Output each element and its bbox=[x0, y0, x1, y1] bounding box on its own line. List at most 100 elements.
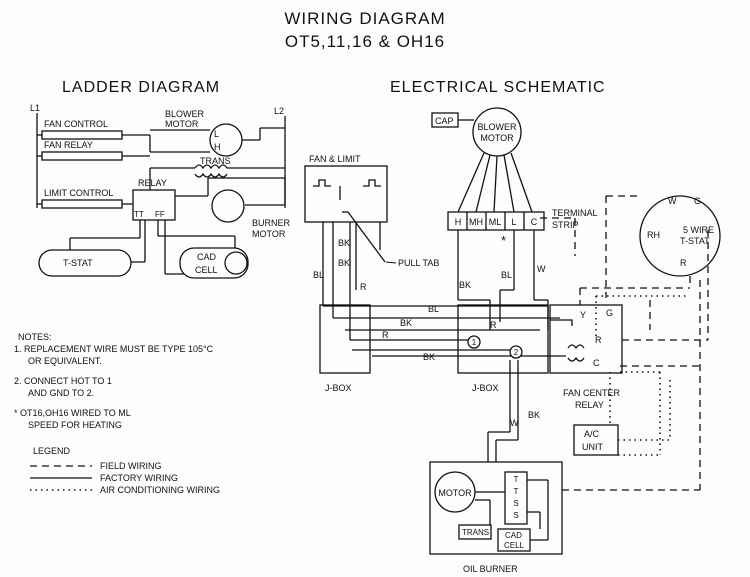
wire-label-bk-5: BK bbox=[459, 280, 471, 290]
j-box-middle-label: J-BOX bbox=[472, 383, 499, 393]
wire-label-bl-3: BL bbox=[501, 270, 512, 280]
terminal-c: C bbox=[531, 217, 538, 227]
ac-unit-label-2: UNIT bbox=[582, 442, 603, 452]
blower-leads bbox=[457, 152, 533, 213]
ladder-relay-label: RELAY bbox=[138, 178, 167, 188]
wire-label-r-2: R bbox=[382, 330, 389, 340]
pull-tab-label: PULL TAB bbox=[398, 258, 439, 268]
burner-internal-wiring bbox=[475, 479, 549, 541]
wire-label-bk-1: BK bbox=[338, 238, 350, 248]
ladder-burner-motor-icon bbox=[211, 189, 245, 223]
burner-relay-t2: T bbox=[514, 487, 519, 496]
terminal-strip: H MH ML L C bbox=[447, 211, 545, 231]
ladder-relay-tt: TT bbox=[134, 210, 144, 219]
title-line-2: OT5,11,16 & OH16 bbox=[285, 32, 445, 51]
wire-label-r-3: R bbox=[490, 320, 497, 330]
ladder-trans-label: TRANS bbox=[200, 156, 231, 166]
burner-relay-s1: S bbox=[513, 499, 518, 508]
ladder-limit-control-label: LIMIT CONTROL bbox=[44, 188, 113, 198]
ladder-blower-motor-icon bbox=[209, 123, 243, 157]
terminal-asterisk: * bbox=[501, 233, 506, 248]
burner-trans-label: TRANS bbox=[462, 528, 489, 537]
relay-g: G bbox=[606, 308, 613, 318]
fan-limit-switch-left bbox=[313, 179, 331, 187]
notes-heading: NOTES: bbox=[18, 332, 52, 342]
wire-label-bl-1: BL bbox=[313, 270, 324, 280]
ladder-motor-h: H bbox=[214, 142, 221, 152]
j-box-left bbox=[319, 304, 371, 374]
wire-label-w-1: W bbox=[537, 264, 546, 274]
node-1 bbox=[467, 335, 481, 349]
ladder-burner-label-2: MOTOR bbox=[252, 229, 286, 239]
schematic-factory-wiring bbox=[322, 211, 566, 478]
ac-unit-label-1: A/C bbox=[584, 429, 600, 439]
legend-heading: LEGEND bbox=[33, 446, 71, 456]
wire-label-bk-4: BK bbox=[423, 352, 435, 362]
ladder-blower-label-2: MOTOR bbox=[165, 119, 199, 129]
tstat-w: W bbox=[668, 196, 677, 206]
note-1-line-1: 1. REPLACEMENT WIRE MUST BE TYPE 105°C bbox=[14, 344, 214, 354]
field-wiring bbox=[540, 195, 709, 491]
schematic-heading: ELECTRICAL SCHEMATIC bbox=[390, 79, 606, 96]
relay-coil-lower bbox=[567, 356, 585, 362]
node-1-label: 1 bbox=[472, 338, 477, 347]
burner-relay-t1: T bbox=[514, 475, 519, 484]
title-line-1: WIRING DIAGRAM bbox=[284, 9, 445, 28]
fan-center-label-2: RELAY bbox=[575, 400, 604, 410]
ac-wiring bbox=[595, 295, 686, 456]
legend-field-label: FIELD WIRING bbox=[100, 461, 162, 471]
relay-contact bbox=[550, 319, 573, 326]
j-box-left-label: J-BOX bbox=[325, 383, 352, 393]
ladder-fan-relay-label: FAN RELAY bbox=[44, 140, 93, 150]
burner-trans-box bbox=[458, 524, 492, 540]
fan-limit-switch-right bbox=[363, 179, 381, 187]
terminal-mh: MH bbox=[469, 217, 483, 227]
oil-burner-label: OIL BURNER bbox=[463, 564, 518, 574]
relay-c: C bbox=[593, 358, 600, 368]
burner-cad-label-1: CAD bbox=[505, 531, 522, 540]
tstat-label-2: T-STAT bbox=[680, 236, 710, 246]
terminal-strip-label-2: STRIP bbox=[552, 220, 579, 230]
ladder-burner-label-1: BURNER bbox=[252, 218, 291, 228]
wire-label-bk-3: BK bbox=[400, 318, 412, 328]
node-2 bbox=[509, 345, 523, 359]
fan-center-label-1: FAN CENTER bbox=[563, 388, 621, 398]
note-3-line-1: * OT16,OH16 WIRED TO ML bbox=[14, 408, 131, 418]
note-2-line-2: AND GND TO 2. bbox=[28, 388, 94, 398]
wire-label-bl-2: BL bbox=[428, 304, 439, 314]
fan-center-relay-box bbox=[549, 304, 623, 374]
fan-limit-box bbox=[304, 165, 388, 223]
burner-relay-box bbox=[504, 471, 528, 525]
ladder-motor-l: L bbox=[214, 129, 219, 139]
relay-coil-upper bbox=[567, 344, 585, 350]
tstat-g: G bbox=[694, 196, 701, 206]
wire-label-w-2: W bbox=[510, 418, 519, 428]
wire-label-bk-2: BK bbox=[338, 258, 350, 268]
fan-limit-label: FAN & LIMIT bbox=[309, 154, 361, 164]
legend-ac-label: AIR CONDITIONING WIRING bbox=[100, 485, 220, 495]
schematic-blower-label-2: MOTOR bbox=[480, 133, 514, 143]
five-wire-tstat-icon bbox=[639, 195, 721, 277]
ladder-relay-box bbox=[132, 189, 176, 221]
ac-unit-box bbox=[573, 424, 619, 456]
ladder-cad-label-2: CELL bbox=[195, 265, 218, 275]
tstat-label-1: 5 WIRE bbox=[683, 225, 714, 235]
wire-label-bk-6: BK bbox=[528, 410, 540, 420]
legend-factory-label: FACTORY WIRING bbox=[100, 473, 178, 483]
ladder-tstat-label: T-STAT bbox=[63, 258, 93, 268]
ladder-blower-label-1: BLOWER bbox=[165, 109, 205, 119]
burner-motor-label: MOTOR bbox=[438, 488, 472, 498]
wire-label-r-1: R bbox=[360, 282, 367, 292]
ladder-relay-ff: FF bbox=[155, 210, 165, 219]
relay-y: Y bbox=[580, 310, 586, 320]
schematic-blower-label-1: BLOWER bbox=[477, 122, 517, 132]
relay-r: R bbox=[595, 335, 602, 345]
tstat-r: R bbox=[680, 258, 687, 268]
schematic-blower-motor-icon bbox=[472, 107, 522, 157]
note-2-line-1: 2. CONNECT HOT TO 1 bbox=[14, 376, 112, 386]
terminal-strip-label-1: TERMINAL bbox=[552, 208, 598, 218]
wire-labels: BK BK BL R BL BK R BK BK BL W R W BK bbox=[313, 238, 546, 428]
ladder-cad-cell-icon bbox=[224, 251, 248, 275]
